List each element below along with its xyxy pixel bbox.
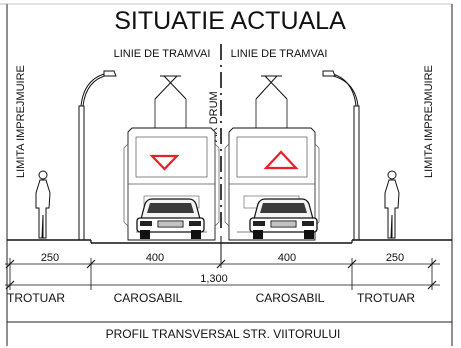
zone-roadway-left: CAROSABIL: [114, 291, 183, 305]
dimension-lines: [5, 258, 440, 290]
fence-limit-right-label: LIMITA IMPREJMUIRE: [423, 65, 435, 178]
pedestrian-left: [35, 170, 51, 239]
car-left: [136, 198, 205, 239]
pedestrian-right: [384, 170, 400, 239]
warning-triangle-icon: [149, 154, 180, 171]
fence-limit-left-label: LIMITA IMPREJMUIRE: [15, 65, 27, 178]
tram-line-right-label: LINIE DE TRAMVAI: [231, 48, 328, 60]
zone-roadway-right: CAROSABIL: [256, 291, 325, 305]
zone-sidewalk-left: TROTUAR: [7, 291, 65, 305]
title: SITUATIE ACTUALA: [114, 7, 346, 35]
dim-roadway-left: 400: [146, 252, 164, 264]
car-right: [249, 198, 318, 239]
dim-roadway-right: 400: [278, 252, 296, 264]
caption: PROFIL TRANSVERSAL STR. VIITORULUI: [106, 327, 341, 341]
road-surface: [7, 239, 452, 244]
warning-triangle-icon: [263, 150, 299, 170]
dim-sidewalk-left: 250: [41, 252, 59, 264]
tram-line-left-label: LINIE DE TRAMVAI: [114, 48, 211, 60]
street-lamp-right: [322, 70, 360, 241]
frame: [0, 3, 453, 346]
street-lamp-left: [78, 70, 117, 241]
zone-sidewalk-right: TROTUAR: [357, 291, 415, 305]
dim-sidewalk-right: 250: [386, 252, 404, 264]
dim-total: 1,300: [200, 273, 228, 285]
